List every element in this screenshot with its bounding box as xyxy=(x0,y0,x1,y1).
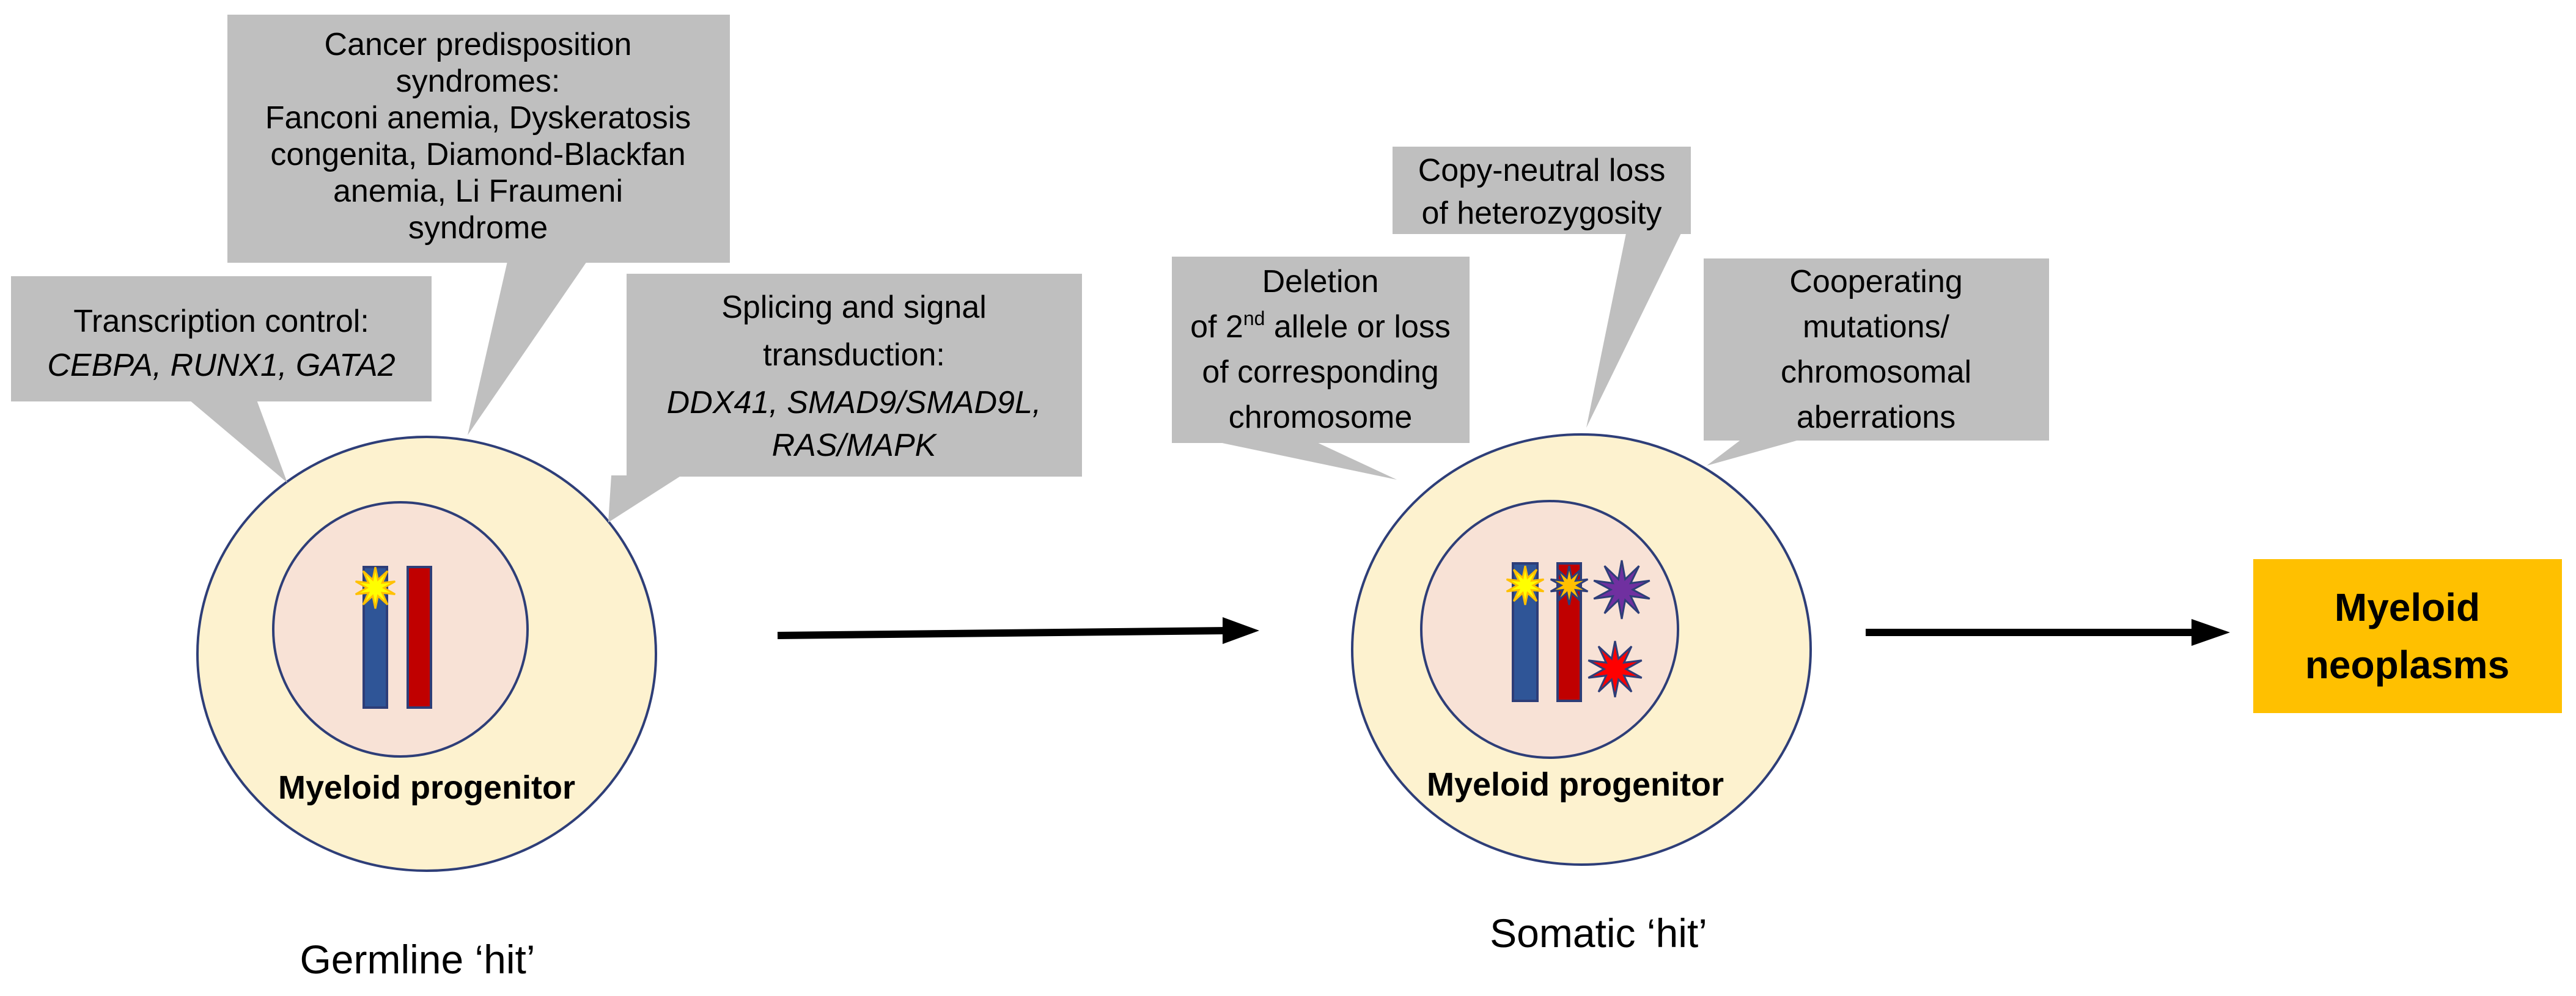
callout-splicing-pointer xyxy=(608,475,682,522)
outcome-box-fill xyxy=(2253,559,2562,713)
deletion-line-3: of corresponding xyxy=(1202,354,1438,390)
syndromes-line-6: syndrome xyxy=(408,210,548,246)
splicing-line-2: transduction: xyxy=(763,337,945,373)
arrow-right-icon xyxy=(1866,619,2230,646)
mutation-star-icon xyxy=(355,566,396,609)
mutation-star-icon xyxy=(1550,565,1589,606)
syndromes-line-5: anemia, Li Fraumeni xyxy=(333,174,623,209)
loh-line-2: of heterozygosity xyxy=(1421,196,1662,231)
syndromes-line-2: syndromes: xyxy=(396,64,561,99)
splicing-line-1: Splicing and signal xyxy=(721,290,987,325)
mutation-star-icon xyxy=(1588,640,1643,698)
syndromes-line-3: Fanconi anemia, Dyskeratosis xyxy=(265,100,691,136)
callout-syndromes-box xyxy=(227,15,730,263)
germline-cell: Myeloid progenitor xyxy=(196,436,657,872)
germline-cell-label: Myeloid progenitor xyxy=(278,769,575,806)
callout-transcription-box xyxy=(11,276,432,401)
outcome-line-2: neoplasms xyxy=(2305,643,2509,687)
callout-deletion-pointer xyxy=(1213,441,1397,480)
callout-deletion: Deletion of 2nd allele or loss of corres… xyxy=(1172,257,1470,480)
outcome-line-1: Myeloid xyxy=(2335,585,2480,629)
cooperating-line-3: chromosomal xyxy=(1781,354,1971,390)
cooperating-line-4: aberrations xyxy=(1797,400,1956,435)
somatic-caption: Somatic ‘hit’ xyxy=(1490,910,1707,956)
deletion-line-2: of 2nd allele or loss xyxy=(1190,307,1451,345)
callout-cooperating-box xyxy=(1704,258,2049,441)
somatic-cell: Myeloid progenitor xyxy=(1351,433,1812,866)
callout-copy-neutral-loh: Copy-neutral loss of heterozygosity xyxy=(1393,147,1691,428)
mutation-star-icon xyxy=(1593,560,1650,620)
somatic-nucleus xyxy=(1420,500,1679,759)
splicing-line-4: RAS/MAPK xyxy=(772,428,938,463)
transcription-title: Transcription control: xyxy=(73,304,369,339)
callout-predisposition-syndromes: Cancer predisposition syndromes: Fanconi… xyxy=(227,15,730,435)
mutation-star-icon xyxy=(1506,565,1545,606)
callout-transcription-pointer xyxy=(190,400,287,483)
callout-loh-pointer xyxy=(1586,233,1681,428)
germline-caption: Germline ‘hit’ xyxy=(300,937,535,982)
callout-transcription-control: Transcription control: CEBPA, RUNX1, GAT… xyxy=(11,276,432,483)
deletion-line-4: chromosome xyxy=(1229,400,1413,435)
callout-cooperating-pointer xyxy=(1707,439,1803,466)
syndromes-line-1: Cancer predisposition xyxy=(325,27,632,62)
splicing-line-3: DDX41, SMAD9/SMAD9L, xyxy=(667,385,1042,420)
callout-splicing-box xyxy=(627,274,1082,477)
callout-deletion-box xyxy=(1172,257,1470,443)
callout-cooperating-mutations: Cooperating mutations/ chromosomal aberr… xyxy=(1704,258,2049,466)
arrow-right-icon xyxy=(777,617,1259,644)
callout-loh-box xyxy=(1393,147,1691,234)
somatic-cell-label: Myeloid progenitor xyxy=(1427,766,1724,803)
callout-syndromes-pointer xyxy=(468,262,587,435)
callout-splicing-signal: Splicing and signal transduction: DDX41,… xyxy=(608,274,1082,522)
transcription-genes: CEBPA, RUNX1, GATA2 xyxy=(47,348,395,383)
loh-line-1: Copy-neutral loss xyxy=(1418,153,1666,188)
cooperating-line-2: mutations/ xyxy=(1803,309,1949,345)
syndromes-line-4: congenita, Diamond-Blackfan xyxy=(270,137,685,172)
germline-chromosome-red xyxy=(407,566,432,709)
germline-nucleus xyxy=(272,501,529,758)
cooperating-line-1: Cooperating xyxy=(1789,264,1962,299)
deletion-line-1: Deletion xyxy=(1262,264,1379,299)
outcome-box: Myeloid neoplasms xyxy=(2253,559,2562,713)
